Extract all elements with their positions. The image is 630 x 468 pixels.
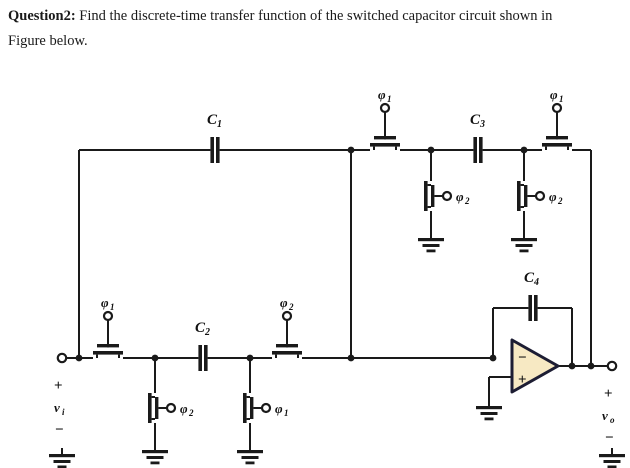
question-text: Question2: Find the discrete-time transf… [8,4,622,54]
phase-label-phi1: φ [378,87,386,102]
switch-top-phi1[interactable]: φ 1 [369,87,401,151]
switch-bottom-mid-phi2[interactable]: φ 2 [271,295,303,359]
output-plus-label: + [604,386,613,402]
capacitor-C2: C 2 [195,320,210,371]
phase-sub-phi2: 2 [464,196,470,206]
switch-input-phi1[interactable]: φ 1 [92,295,124,359]
capacitor-C4-sub: 4 [533,277,539,288]
input-plus-label: + [54,378,63,394]
input-terminal-icon[interactable] [56,352,68,364]
question-label: Question2: [8,8,76,24]
gnd-c2-right [236,443,264,466]
phase-node-icon[interactable] [534,190,546,202]
question-line1: Find the discrete-time transfer function… [75,8,553,24]
gnd-input [48,447,76,468]
operational-amplifier[interactable]: − + [510,338,560,394]
output-signal-label: v [602,408,608,423]
capacitor-C3: C 3 [470,112,485,163]
output-port[interactable]: + v o − [602,360,618,446]
input-signal-sub: i [62,407,65,417]
output-minus-label: − [605,430,614,446]
gnd-c3-right [510,231,538,254]
phase-node-icon[interactable] [281,310,293,322]
capacitor-C1-label: C [207,112,218,128]
phase-label-phi1: φ [550,87,558,102]
junction-dots [75,146,595,370]
capacitor-C2-label: C [195,320,206,336]
phase-node-icon[interactable] [260,402,272,414]
gnd-c3-left [417,231,445,254]
phase-node-icon[interactable] [441,190,453,202]
switch-c3-right-phi2[interactable]: φ 2 [516,180,563,212]
phase-node-icon[interactable] [165,402,177,414]
phase-label-phi2: φ [549,189,557,204]
phase-sub-phi1: 1 [387,94,392,104]
question-line2: Figure below. [8,33,88,49]
phase-sub-phi1: 1 [284,408,289,418]
switch-c2-left-phi2[interactable]: φ 2 [147,392,194,424]
junction-dot [75,354,83,362]
gnd-output [598,447,626,468]
input-minus-label: − [55,422,64,438]
phase-sub-phi1: 1 [559,94,564,104]
phase-node-icon[interactable] [551,102,563,114]
capacitor-C1: C 1 [207,112,222,163]
phase-sub-phi2: 2 [188,408,194,418]
phase-node-icon[interactable] [379,102,391,114]
junction-dot [427,146,435,154]
opamp-noninverting-label: + [518,372,527,388]
output-signal-sub: o [610,415,615,425]
phase-sub-phi2: 2 [557,196,563,206]
switch-c2-right-phi1[interactable]: φ 1 [242,392,289,424]
phase-label-phi1: φ [101,295,109,310]
capacitor-C3-label: C [470,112,481,128]
junction-dot [347,146,355,154]
junction-dot [246,354,254,362]
output-terminal-icon[interactable] [606,360,618,372]
switch-c3-left-phi2[interactable]: φ 2 [423,180,470,212]
phase-node-icon[interactable] [102,310,114,322]
wiring [62,149,612,444]
capacitor-C4-label: C [524,270,535,286]
capacitor-C2-sub: 2 [204,327,210,338]
phase-label-phi2: φ [456,189,464,204]
opamp-inverting-label: − [518,350,527,366]
junction-dot [587,362,595,370]
capacitor-C3-sub: 3 [479,119,485,130]
switch-top-right-phi1[interactable]: φ 1 [541,87,573,151]
phase-sub-phi1: 1 [110,302,115,312]
input-signal-label: v [54,400,60,415]
gnd-opamp-noninv [475,399,503,422]
junction-dot [151,354,159,362]
gnd-c2-left [141,443,169,466]
phase-label-phi2: φ [280,295,288,310]
input-port[interactable]: + v i − [54,352,68,438]
capacitor-C4: C 4 [524,270,539,321]
junction-dot [568,362,576,370]
phase-sub-phi2: 2 [288,302,294,312]
junction-dot [520,146,528,154]
junction-dot [489,354,497,362]
phase-label-phi1: φ [275,401,283,416]
capacitor-C1-sub: 1 [217,119,222,130]
phase-label-phi2: φ [180,401,188,416]
junction-dot [347,354,355,362]
